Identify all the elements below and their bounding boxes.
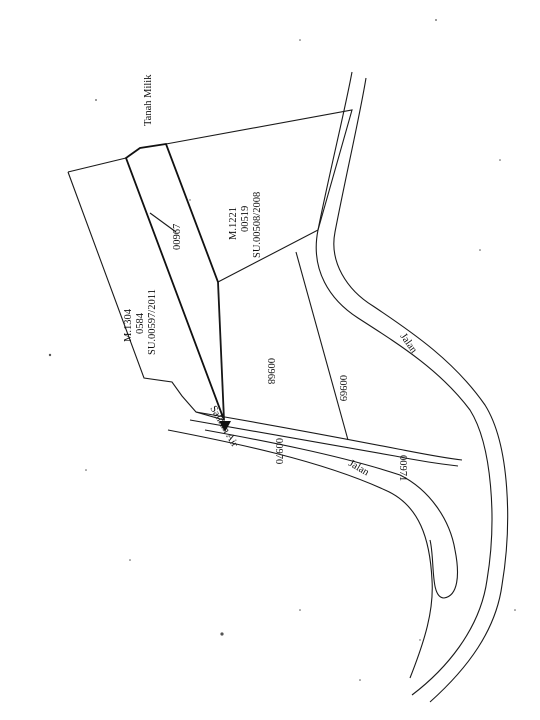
lot-1304-boundary bbox=[67, 157, 225, 421]
lot-00967-boundary bbox=[124, 142, 225, 421]
road-lower-outer bbox=[167, 429, 433, 679]
label-m1221-line1: M.1221 bbox=[228, 207, 239, 240]
label-m1304-line2: 0584 bbox=[135, 312, 146, 334]
road-lower-inner bbox=[204, 429, 458, 599]
label-lot-00970: 00970 bbox=[273, 438, 284, 464]
drain-channel-b bbox=[195, 411, 463, 461]
lot-00967-pointer bbox=[149, 212, 177, 233]
road-east-edge bbox=[315, 71, 493, 696]
label-tanah-milik: Tanah Milik bbox=[143, 74, 154, 126]
drain-channel-a bbox=[189, 419, 459, 467]
scan-specks bbox=[48, 19, 516, 681]
label-m1221-line3: SU.00508/2008 bbox=[252, 192, 263, 258]
label-lot-00971: 00971 bbox=[397, 455, 408, 481]
lot-00968-00969-divider bbox=[295, 251, 349, 441]
label-lot-00967: 00967 bbox=[172, 224, 183, 250]
arrow-marker bbox=[219, 421, 231, 432]
label-jalan-east: Jalan bbox=[398, 331, 420, 356]
label-m1304-line1: M.1304 bbox=[123, 308, 134, 342]
label-m1221-line2: 00519 bbox=[240, 206, 251, 232]
road-west-edge bbox=[333, 77, 509, 703]
lot-00968-south-edge bbox=[217, 281, 225, 421]
label-m1304-line3: SU.00597/2011 bbox=[147, 289, 158, 355]
label-lot-00969: 00969 bbox=[337, 375, 348, 401]
label-lot-00968: 00968 bbox=[265, 358, 276, 384]
lot-1221-boundary bbox=[165, 109, 353, 283]
